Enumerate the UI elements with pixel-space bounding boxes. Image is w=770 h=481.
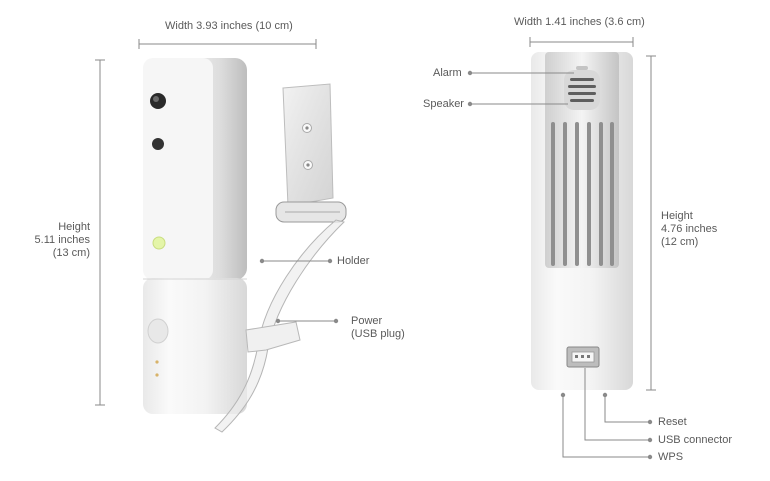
right-height-cm: (12 cm) (661, 236, 699, 248)
power-usb-plug (245, 321, 301, 353)
right-height-inches: 4.76 inches (661, 223, 718, 235)
left-height-inches: 5.11 inches (34, 234, 90, 246)
alarm-indicator (576, 66, 588, 70)
left-height-cm: (13 cm) (52, 247, 90, 259)
camera-front-face (143, 58, 213, 280)
status-led-2 (155, 373, 159, 377)
power-label-line2: (USB plug) (351, 328, 405, 340)
left-height-label: Height 5.11 inches (13 cm) (22, 221, 90, 260)
camera-sensor (152, 138, 164, 150)
vent-slats (551, 122, 614, 266)
power-label: Power (USB plug) (351, 315, 405, 341)
usb-connector-label: USB connector (658, 434, 732, 446)
status-led-1 (155, 360, 159, 364)
holder-label: Holder (337, 255, 370, 267)
speaker-label: Speaker (423, 98, 464, 110)
alarm-device (531, 52, 633, 390)
alarm-label: Alarm (433, 67, 462, 79)
annotation-dots (259, 70, 653, 460)
power-label-line1: Power (351, 315, 383, 327)
wps-label: WPS (658, 451, 684, 463)
right-height-label: Height 4.76 inches (12 cm) (661, 210, 717, 249)
night-light-led (152, 236, 166, 250)
left-height-word: Height (58, 221, 90, 233)
camera-body-lower (143, 278, 247, 414)
annotation-lines (95, 37, 656, 458)
right-width-label: Width 1.41 inches (3.6 cm) (514, 16, 645, 28)
motion-sensor-button (147, 318, 169, 344)
reset-label: Reset (658, 416, 687, 428)
holder-arm (214, 83, 347, 433)
right-height-word: Height (661, 210, 693, 222)
speaker-grille (564, 70, 600, 110)
left-width-label: Width 3.93 inches (10 cm) (165, 20, 293, 32)
camera-device (143, 58, 247, 414)
